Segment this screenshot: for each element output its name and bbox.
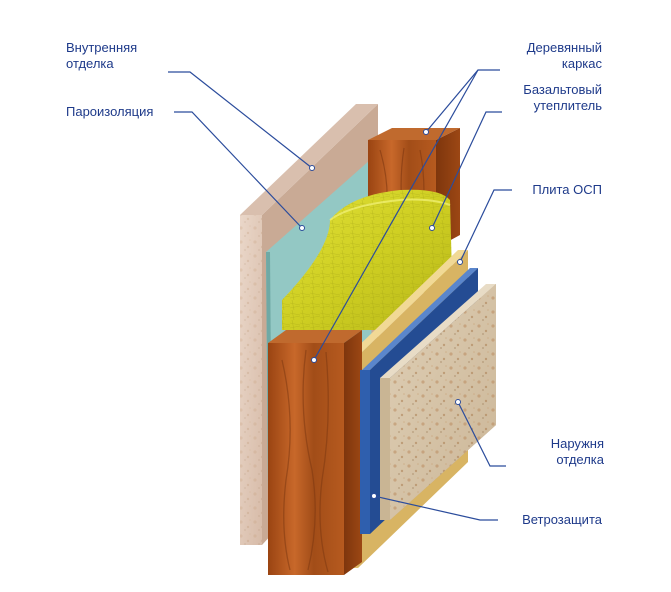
leader-wind-barrier <box>373 495 498 521</box>
label-outer-finish: Наружня отделка <box>550 436 604 467</box>
dot-wood-frame-lower <box>311 357 317 363</box>
dot-wood-frame-upper <box>423 129 429 135</box>
basalt-insulation-layer <box>282 189 452 330</box>
leader-vapor-barrier <box>174 111 303 229</box>
leader-basalt-insulation <box>431 111 502 229</box>
dot-outer-finish <box>455 399 461 405</box>
label-wood-frame: Деревянный каркас <box>526 40 602 71</box>
leader-wood-frame-upper <box>425 69 500 133</box>
dot-basalt-insulation <box>429 225 435 231</box>
wood-stud-lower <box>268 330 362 575</box>
leader-lines <box>168 69 512 521</box>
leader-wood-frame-lower <box>313 69 479 361</box>
label-osb-board: Плита ОСП <box>532 182 602 197</box>
label-wind-barrier: Ветрозащита <box>522 512 602 527</box>
dot-wind-barrier <box>371 493 377 499</box>
dot-inner-finish <box>309 165 315 171</box>
leader-dots <box>299 129 463 499</box>
leader-inner-finish <box>168 71 313 169</box>
leader-outer-finish <box>457 401 506 467</box>
outer-finish-layer <box>380 284 496 520</box>
dot-osb-board <box>457 259 463 265</box>
dot-vapor-barrier <box>299 225 305 231</box>
leader-osb-board <box>459 189 512 263</box>
label-vapor-barrier: Пароизоляция <box>66 104 154 119</box>
label-basalt-insulation: Базальтовый утеплитель <box>523 82 602 113</box>
label-inner-finish: Внутренняя отделка <box>66 40 138 71</box>
